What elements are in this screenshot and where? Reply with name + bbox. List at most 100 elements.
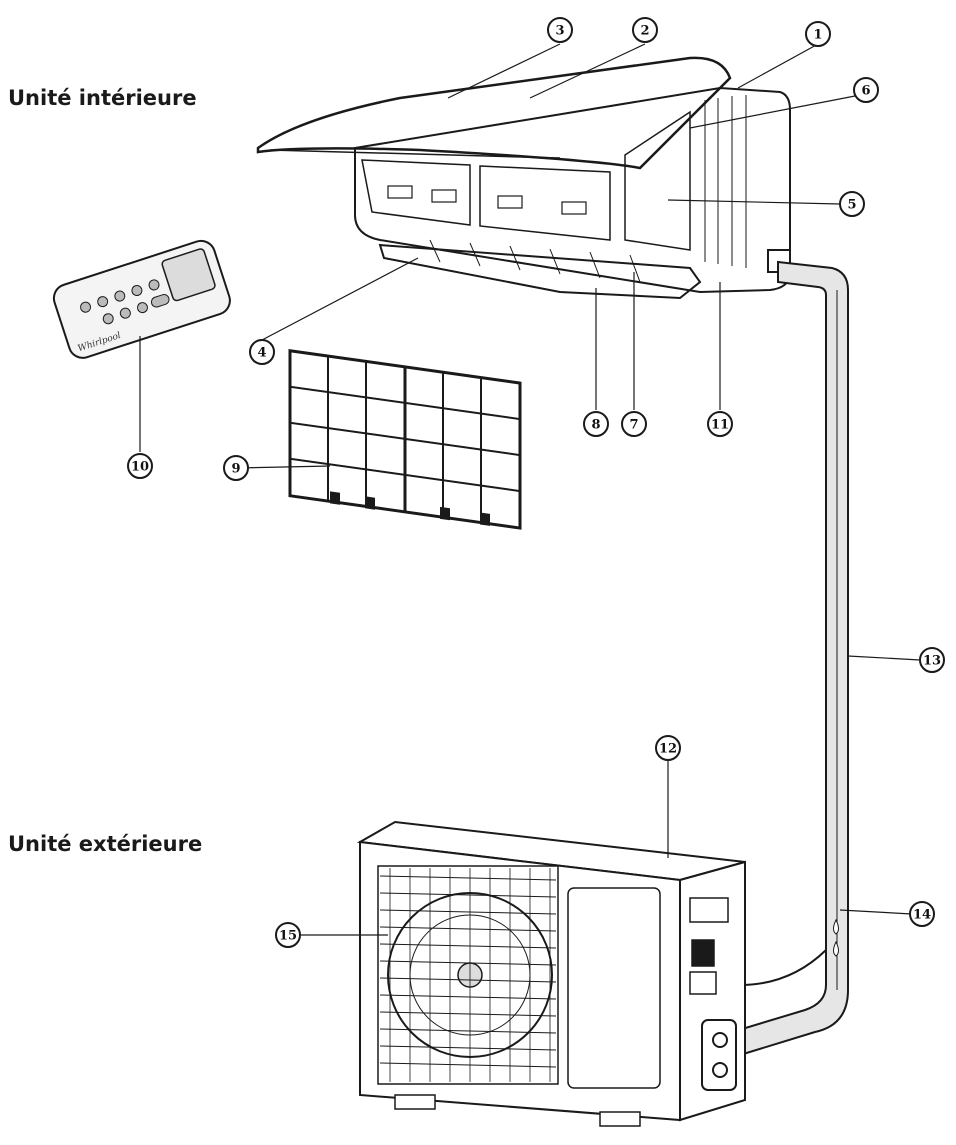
outdoor-unit bbox=[356, 820, 746, 1127]
callout-number: 15 bbox=[279, 929, 297, 944]
outdoor-fan-grille-bars bbox=[379, 868, 557, 1082]
callout-circle bbox=[707, 411, 733, 437]
drain-hose bbox=[739, 949, 827, 986]
grille-bar bbox=[379, 926, 557, 932]
callout-6: 6 bbox=[853, 77, 879, 103]
callout-circle bbox=[223, 455, 249, 481]
callout-number: 6 bbox=[861, 84, 870, 99]
indoor-clip bbox=[387, 185, 413, 199]
outdoor-label-plate bbox=[689, 971, 717, 995]
indoor-unit bbox=[256, 56, 791, 300]
callout-circle bbox=[805, 21, 831, 47]
callout-number: 8 bbox=[591, 418, 600, 433]
callout-circle bbox=[275, 922, 301, 948]
indoor-filter-slot-right bbox=[479, 165, 611, 241]
indoor-unit-body bbox=[354, 86, 791, 294]
drip-drop-icon bbox=[833, 918, 839, 935]
grille-bar bbox=[379, 977, 557, 983]
callout-number: 7 bbox=[629, 418, 638, 433]
indoor-louver bbox=[378, 243, 702, 300]
callout-5: 5 bbox=[839, 191, 865, 217]
callout-13: 13 bbox=[919, 647, 945, 673]
grille-bar bbox=[379, 875, 557, 881]
indoor-filter-slot-left bbox=[361, 159, 471, 226]
grille-bar bbox=[379, 1045, 557, 1051]
callout-circle bbox=[583, 411, 609, 437]
drip-drop-icon bbox=[833, 940, 839, 957]
grille-bar bbox=[379, 994, 557, 1000]
outdoor-fan-grille bbox=[377, 865, 559, 1085]
indoor-control-cover bbox=[624, 110, 691, 251]
outdoor-side-panel bbox=[567, 887, 661, 1089]
callout-10: 10 bbox=[127, 453, 153, 479]
leader-lines bbox=[139, 43, 921, 936]
outdoor-handle bbox=[689, 897, 729, 923]
indoor-clip bbox=[561, 201, 587, 215]
callout-number: 12 bbox=[659, 742, 677, 757]
indoor-side-grille bbox=[704, 95, 747, 268]
outdoor-unit-title: Unité extérieure bbox=[8, 832, 203, 856]
callout-circle bbox=[127, 453, 153, 479]
indoor-front-panel-edge bbox=[269, 149, 561, 159]
callout-circle bbox=[547, 17, 573, 43]
callout-number: 13 bbox=[923, 654, 941, 669]
callout-12: 12 bbox=[655, 735, 681, 761]
callout-2: 2 bbox=[632, 17, 658, 43]
indoor-louver-vanes bbox=[429, 239, 641, 283]
callout-circle bbox=[632, 17, 658, 43]
grille-bar bbox=[379, 1062, 557, 1068]
callout-8: 8 bbox=[583, 411, 609, 437]
grille-bar bbox=[379, 892, 557, 898]
callout-number: 2 bbox=[640, 24, 649, 39]
callout-circle bbox=[249, 339, 275, 365]
callout-number: 14 bbox=[913, 908, 931, 923]
callout-14: 14 bbox=[909, 901, 935, 927]
callout-circle bbox=[621, 411, 647, 437]
air-filter-tab bbox=[365, 496, 375, 510]
outdoor-service-valves bbox=[701, 1019, 737, 1091]
indoor-clip bbox=[497, 195, 523, 209]
outdoor-terminal-box bbox=[691, 939, 715, 967]
callout-7: 7 bbox=[621, 411, 647, 437]
callout-9: 9 bbox=[223, 455, 249, 481]
callout-number: 5 bbox=[847, 198, 856, 213]
air-filter-tab bbox=[480, 512, 490, 526]
grille-bar bbox=[379, 960, 557, 966]
refrigerant-pipe bbox=[730, 260, 849, 1057]
callout-circle bbox=[839, 191, 865, 217]
air-filter-grid bbox=[290, 355, 520, 523]
indoor-clip bbox=[431, 189, 457, 203]
grille-bar bbox=[379, 943, 557, 949]
callout-number: 10 bbox=[131, 460, 149, 475]
grille-bar bbox=[379, 1028, 557, 1034]
callout-circle bbox=[853, 77, 879, 103]
outdoor-foot bbox=[599, 1111, 641, 1127]
callout-4: 4 bbox=[249, 339, 275, 365]
callout-3: 3 bbox=[547, 17, 573, 43]
air-filter-tab bbox=[440, 506, 450, 521]
callout-11: 11 bbox=[707, 411, 733, 437]
outdoor-foot bbox=[394, 1094, 436, 1110]
grille-bar bbox=[379, 909, 557, 915]
grille-bar bbox=[379, 1011, 557, 1017]
callout-number: 1 bbox=[813, 28, 822, 43]
callout-circle bbox=[919, 647, 945, 673]
callout-1: 1 bbox=[805, 21, 831, 47]
callout-circle bbox=[655, 735, 681, 761]
callout-number: 9 bbox=[231, 462, 240, 477]
callout-number: 3 bbox=[555, 24, 564, 39]
remote-buttons bbox=[80, 279, 170, 325]
callout-circle bbox=[909, 901, 935, 927]
indoor-unit-title: Unité intérieure bbox=[8, 86, 197, 110]
refrigerant-pipe-tube bbox=[730, 260, 849, 1057]
air-filter bbox=[288, 349, 522, 530]
callout-number: 4 bbox=[257, 346, 266, 361]
callout-number: 11 bbox=[711, 418, 729, 433]
indoor-front-panel bbox=[256, 56, 732, 170]
air-filter-tab bbox=[330, 491, 340, 505]
remote-display bbox=[161, 248, 216, 302]
remote-control: Whirlpool bbox=[52, 239, 231, 359]
